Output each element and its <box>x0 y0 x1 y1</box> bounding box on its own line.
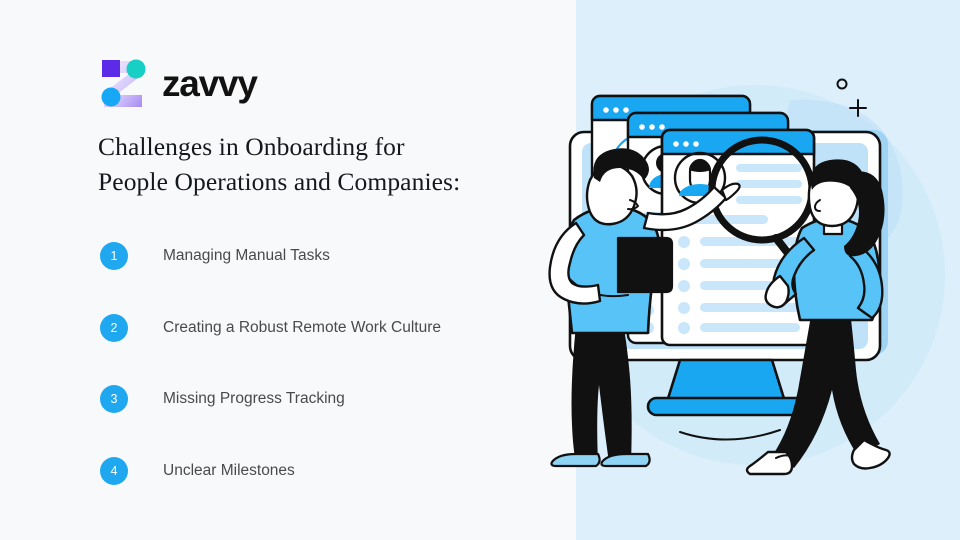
person-right-hair <box>810 159 867 202</box>
onboarding-review-illustration <box>540 60 960 480</box>
magnifier-handle <box>772 234 791 256</box>
window-dot-icon <box>639 124 645 130</box>
monitor-stand-base <box>646 396 808 417</box>
list-item: 3 Missing Progress Tracking <box>100 385 550 413</box>
window-dot-icon <box>623 107 629 113</box>
list-item-number-badge: 2 <box>100 313 128 342</box>
decorative-plus-icon <box>849 99 867 117</box>
page-title-line-1: Challenges in Onboarding for <box>98 132 405 161</box>
face-line <box>627 199 639 211</box>
list-item-label: Creating a Robust Remote Work Culture <box>163 318 441 336</box>
header-text-lines <box>736 164 802 204</box>
person-right-pants <box>772 310 880 468</box>
list-item-number-badge: 1 <box>100 242 128 270</box>
window-dot-icon <box>693 141 699 147</box>
face-line <box>814 199 821 212</box>
zavvy-logo-mark-icon <box>101 59 146 107</box>
person-left-shoe <box>600 452 651 468</box>
person-left <box>548 148 741 468</box>
person-right-arm <box>848 244 884 320</box>
tablet-device <box>616 236 674 294</box>
list-item: 4 Unclear Milestones <box>100 456 550 485</box>
browser-titlebar <box>660 128 816 156</box>
person-left-hand <box>720 182 741 202</box>
person-right-hand <box>764 274 790 309</box>
page-title-line-2: People Operations and Companies: <box>98 167 461 196</box>
window-dot-icon <box>659 124 665 130</box>
list-item-label: Unclear Milestones <box>163 461 295 479</box>
list-item: 1 Managing Manual Tasks <box>100 242 550 270</box>
left-content-panel <box>0 0 576 540</box>
window-dot-icon <box>683 141 689 147</box>
person-left-pointing-arm <box>642 185 728 232</box>
brand-logo[interactable]: zavvy <box>98 57 258 109</box>
list-item: 2 Creating a Robust Remote Work Culture <box>100 313 550 342</box>
window-dot-icon <box>673 141 679 147</box>
decorative-circle-icon <box>836 78 848 90</box>
person-left-pants <box>571 325 632 463</box>
list-item-number-badge: 3 <box>100 385 128 413</box>
page-title: Challenges in Onboarding for People Oper… <box>98 129 548 199</box>
illustration-svg <box>548 78 945 476</box>
person-right-shoe <box>850 438 891 470</box>
list-item-label: Missing Progress Tracking <box>163 390 345 407</box>
person-right <box>745 159 891 476</box>
person-right-shoe <box>745 450 794 476</box>
list-item-label: Managing Manual Tasks <box>163 247 330 264</box>
window-dot-icon <box>613 107 619 113</box>
shoe-detail-line <box>775 454 791 459</box>
person-left-shoe <box>550 452 601 468</box>
window-dot-icon <box>649 124 655 130</box>
person-right-ponytail <box>844 171 885 257</box>
floor-shadow-line <box>679 429 781 441</box>
window-dot-icon <box>603 107 609 113</box>
list-item-number-badge: 4 <box>100 456 128 485</box>
brand-name: zavvy <box>162 62 258 104</box>
person-left-hair <box>593 148 649 182</box>
person-left-arm <box>548 221 602 305</box>
challenges-list: 1 Managing Manual Tasks 2 Creating a Rob… <box>100 242 550 485</box>
